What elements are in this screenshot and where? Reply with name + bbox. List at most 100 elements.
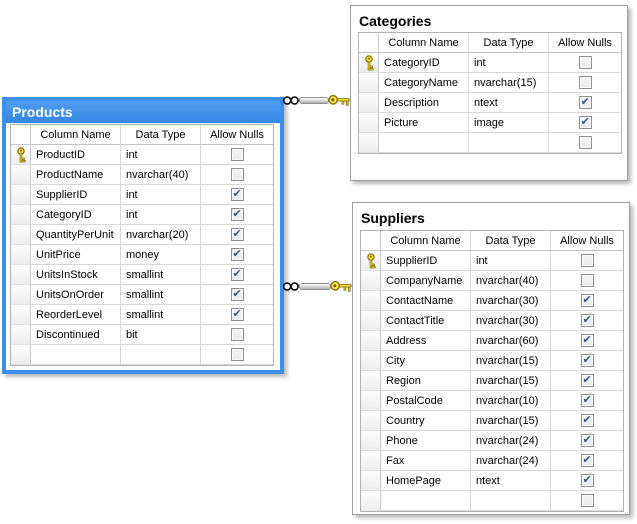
cell-column-name[interactable] bbox=[379, 133, 469, 153]
checkbox-checked-icon[interactable] bbox=[580, 313, 594, 327]
cell-column-name[interactable]: Discontinued bbox=[31, 325, 121, 345]
cell-data-type[interactable] bbox=[471, 491, 551, 511]
row-selector[interactable] bbox=[11, 265, 31, 285]
cell-data-type[interactable]: money bbox=[121, 245, 201, 265]
checkbox-unchecked-icon[interactable] bbox=[230, 148, 244, 161]
row-selector[interactable] bbox=[11, 305, 31, 325]
row-selector[interactable] bbox=[359, 113, 379, 133]
relationship-connector[interactable] bbox=[282, 93, 350, 107]
cell-data-type[interactable]: nvarchar(15) bbox=[471, 351, 551, 371]
cell-column-name[interactable]: QuantityPerUnit bbox=[31, 225, 121, 245]
checkbox-checked-icon[interactable] bbox=[580, 393, 594, 407]
cell-column-name[interactable] bbox=[381, 491, 471, 511]
cell-data-type[interactable]: nvarchar(10) bbox=[471, 391, 551, 411]
table-title[interactable]: Categories bbox=[351, 6, 627, 32]
row-selector[interactable] bbox=[361, 251, 381, 271]
checkbox-unchecked-icon[interactable] bbox=[230, 168, 244, 181]
checkbox-checked-icon[interactable] bbox=[230, 307, 244, 321]
relationship-line[interactable] bbox=[299, 96, 329, 104]
cell-column-name[interactable]: CategoryID bbox=[31, 205, 121, 225]
checkbox-checked-icon[interactable] bbox=[230, 227, 244, 241]
checkbox-checked-icon[interactable] bbox=[580, 353, 594, 367]
row-selector[interactable] bbox=[361, 471, 381, 491]
row-selector[interactable] bbox=[11, 285, 31, 305]
checkbox-unchecked-icon[interactable] bbox=[580, 274, 594, 287]
cell-data-type[interactable]: int bbox=[471, 251, 551, 271]
checkbox-unchecked-icon[interactable] bbox=[578, 76, 592, 89]
cell-column-name[interactable] bbox=[31, 345, 121, 365]
cell-data-type[interactable]: smallint bbox=[121, 285, 201, 305]
cell-data-type[interactable]: nvarchar(30) bbox=[471, 311, 551, 331]
cell-data-type[interactable] bbox=[469, 133, 549, 153]
cell-column-name[interactable]: ReorderLevel bbox=[31, 305, 121, 325]
cell-column-name[interactable]: UnitsInStock bbox=[31, 265, 121, 285]
cell-data-type[interactable]: nvarchar(40) bbox=[121, 165, 201, 185]
row-selector[interactable] bbox=[361, 451, 381, 471]
checkbox-checked-icon[interactable] bbox=[580, 293, 594, 307]
cell-column-name[interactable]: HomePage bbox=[381, 471, 471, 491]
cell-data-type[interactable]: ntext bbox=[469, 93, 549, 113]
checkbox-unchecked-icon[interactable] bbox=[230, 328, 244, 341]
row-selector[interactable] bbox=[11, 185, 31, 205]
row-selector[interactable] bbox=[361, 371, 381, 391]
checkbox-checked-icon[interactable] bbox=[230, 247, 244, 261]
cell-data-type[interactable]: nvarchar(15) bbox=[471, 371, 551, 391]
checkbox-checked-icon[interactable] bbox=[230, 187, 244, 201]
cell-column-name[interactable]: Picture bbox=[379, 113, 469, 133]
row-selector[interactable] bbox=[361, 351, 381, 371]
row-selector[interactable] bbox=[361, 271, 381, 291]
row-selector[interactable] bbox=[361, 411, 381, 431]
checkbox-checked-icon[interactable] bbox=[230, 267, 244, 281]
table-title[interactable]: Suppliers bbox=[353, 203, 629, 229]
cell-data-type[interactable]: nvarchar(40) bbox=[471, 271, 551, 291]
cell-data-type[interactable]: nvarchar(30) bbox=[471, 291, 551, 311]
checkbox-unchecked-icon[interactable] bbox=[230, 348, 244, 361]
cell-data-type[interactable]: nvarchar(15) bbox=[469, 73, 549, 93]
cell-column-name[interactable]: ContactName bbox=[381, 291, 471, 311]
checkbox-checked-icon[interactable] bbox=[230, 287, 244, 301]
cell-data-type[interactable]: nvarchar(20) bbox=[121, 225, 201, 245]
cell-data-type[interactable]: int bbox=[469, 53, 549, 73]
row-selector[interactable] bbox=[11, 245, 31, 265]
cell-data-type[interactable]: smallint bbox=[121, 305, 201, 325]
table-title[interactable]: Products bbox=[6, 101, 280, 123]
row-selector[interactable] bbox=[11, 225, 31, 245]
cell-column-name[interactable]: ProductID bbox=[31, 145, 121, 165]
checkbox-unchecked-icon[interactable] bbox=[580, 494, 594, 507]
checkbox-checked-icon[interactable] bbox=[580, 433, 594, 447]
row-selector[interactable] bbox=[359, 93, 379, 113]
row-selector[interactable] bbox=[359, 73, 379, 93]
cell-column-name[interactable]: CategoryID bbox=[379, 53, 469, 73]
cell-column-name[interactable]: Country bbox=[381, 411, 471, 431]
row-selector[interactable] bbox=[361, 291, 381, 311]
cell-data-type[interactable]: nvarchar(24) bbox=[471, 451, 551, 471]
cell-data-type[interactable]: smallint bbox=[121, 265, 201, 285]
row-selector[interactable] bbox=[11, 205, 31, 225]
checkbox-checked-icon[interactable] bbox=[578, 115, 592, 129]
checkbox-checked-icon[interactable] bbox=[580, 373, 594, 387]
row-selector[interactable] bbox=[11, 145, 31, 165]
cell-data-type[interactable]: nvarchar(60) bbox=[471, 331, 551, 351]
cell-column-name[interactable]: CategoryName bbox=[379, 73, 469, 93]
cell-column-name[interactable]: Description bbox=[379, 93, 469, 113]
cell-data-type[interactable]: nvarchar(15) bbox=[471, 411, 551, 431]
checkbox-checked-icon[interactable] bbox=[580, 453, 594, 467]
cell-column-name[interactable]: Address bbox=[381, 331, 471, 351]
relationship-connector[interactable] bbox=[282, 279, 352, 293]
cell-column-name[interactable]: Region bbox=[381, 371, 471, 391]
